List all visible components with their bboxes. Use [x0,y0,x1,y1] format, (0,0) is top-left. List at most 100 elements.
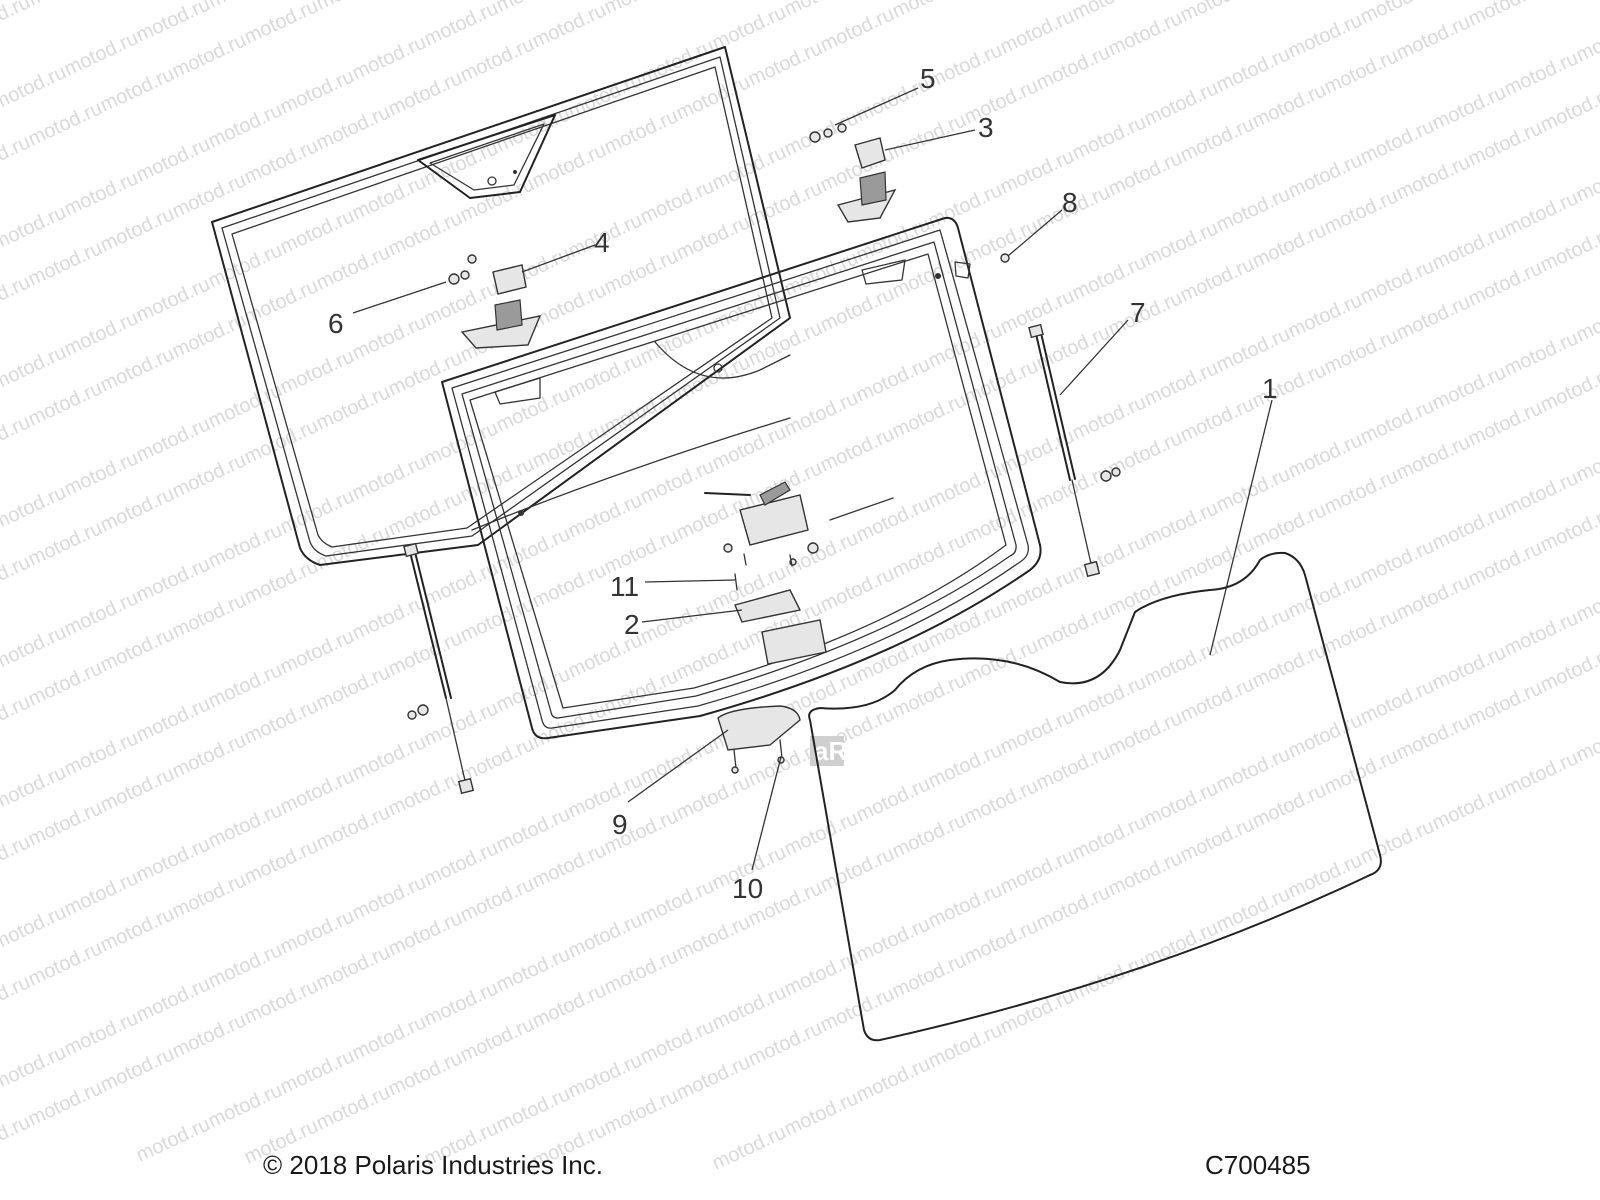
watermark-text: motod.ru [1213,743,1294,796]
watermark-text: motod.ru [385,207,466,260]
watermark-text: motod.ru [133,0,214,47]
watermark-text: motod.ru [349,731,430,784]
watermark-text: motod.ru [1069,671,1150,724]
watermark-text: motod.ru [205,0,286,13]
watermark-text: motod.ru [241,835,322,888]
watermark-text: motod.ru [169,869,250,922]
watermark-text: motod.ru [205,239,286,292]
watermark-text: motod.ru [709,421,790,474]
watermark-text: motod.ru [1141,217,1222,270]
callout-4: 4 [594,227,610,258]
callout-9: 9 [612,809,628,840]
watermark-text: motod.ru [25,937,106,990]
watermark-text: motod.ru [241,275,322,328]
watermark-text: motod.ru [457,873,538,926]
watermark-text: motod.ru [241,695,322,748]
watermark-text: motod.ru [745,1017,826,1070]
watermark-text: motod.ru [925,39,1006,92]
gas-strut-right [1028,323,1121,578]
watermark-text: motod.ru [1357,535,1438,588]
watermark-text: motod.ru [745,37,826,90]
watermark-text: motod.ru [1357,815,1438,868]
watermark-text: motod.ru [0,201,70,254]
watermark-text: motod.ru [0,901,70,954]
watermark-text: motod.ru [421,977,502,1030]
watermark-text: motod.ru [133,273,214,326]
watermark-text: motod.ru [601,0,682,19]
callout-1: 1 [1262,373,1278,404]
watermark-text: motod.ru [1285,289,1366,342]
aris-logo-text: aRIS [814,736,872,766]
watermark-text: motod.ru [349,451,430,504]
watermark-text: motod.ru [97,63,178,116]
watermark-text: motod.ru [1429,641,1510,694]
watermark-text: motod.ru [1501,47,1582,100]
watermark-text: motod.ru [169,729,250,782]
watermark-text: motod.ru [277,345,358,398]
watermark-text: motod.ru [313,661,394,714]
watermark-text: motod.ru [133,973,214,1026]
watermark-text: motod.ru [313,101,394,154]
watermark-text: motod.ru [25,517,106,570]
watermark-text: motod.ru [673,211,754,264]
watermark-text: motod.ru [421,697,502,750]
watermark-text: motod.ru [205,939,286,992]
watermark-text: motod.ru [61,447,142,500]
watermark-text: motod.ru [493,523,574,576]
watermark-text: motod.ru [313,941,394,994]
watermark-text: motod.ru [349,591,430,644]
leader-lines [352,87,1273,871]
watermark-text: motod.ru [1105,147,1186,200]
watermark-text: motod.ru [889,389,970,442]
watermark-text: motod.ru [1429,81,1510,134]
watermark-text: motod.ru [277,625,358,678]
watermark-text: motod.ru [961,355,1042,408]
watermark-text: motod.ru [457,33,538,86]
watermark-text: motod.ru [997,985,1078,1038]
watermark-text: motod.ru [1249,219,1330,272]
watermark-text: motod.ru [673,631,754,684]
watermark-text: motod.ru [925,879,1006,932]
watermark-text: motod.ru [349,1011,430,1064]
lower-bracket [717,705,801,774]
watermark-text: motod.ru [0,621,70,674]
watermark-text: motod.ru [1033,881,1114,934]
watermark-text: motod.ru [925,459,1006,512]
watermark-text: motod.ru [1537,223,1600,276]
watermark-text: motod.ru [205,1079,286,1132]
watermark-text: motod.ru [313,0,394,15]
watermark-text: motod.ru [529,419,610,472]
watermark-text: motod.ru [1285,429,1366,482]
watermark-text: motod.ru [1249,359,1330,412]
watermark-text: motod.ru [1105,7,1186,60]
drawing-number: C700485 [1205,1150,1311,1180]
watermark-text: motod.ru [853,493,934,546]
watermark-text: motod.ru [637,315,718,368]
watermark-text: motod.ru [925,739,1006,792]
watermark-text: motod.ru [1105,707,1186,760]
watermark-text: motod.ru [1069,0,1150,25]
watermark-text: motod.ru [97,483,178,536]
watermark-text: motod.ru [1033,41,1114,94]
watermark-text: motod.ru [781,947,862,1000]
watermark-text: motod.ru [1429,221,1510,274]
watermark-text: motod.ru [529,979,610,1032]
watermark-text: motod.ru [1285,849,1366,902]
watermark-text: motod.ru [1177,0,1258,27]
watermark-text: motod.ru [25,97,106,150]
watermark-text: motod.ru [1501,187,1582,240]
watermark-text: motod.ru [1321,45,1402,98]
watermark-text: motod.ru [421,277,502,330]
watermark-text: motod.ru [313,241,394,294]
watermark-text: motod.ru [1321,185,1402,238]
watermark-text: motod.ru [817,423,898,476]
watermark-text: motod.ru [241,135,322,188]
watermark-text: motod.ru [169,29,250,82]
watermark-text: motod.ru [1321,605,1402,658]
watermark-text: motod.ru [133,1113,214,1166]
watermark-text: motod.ru [61,587,142,640]
watermark-text: motod.ru [601,945,682,998]
watermark-text: motod.ru [1393,571,1474,624]
watermark-text: motod.ru [853,353,934,406]
watermark-text: motod.ru [1429,781,1510,834]
